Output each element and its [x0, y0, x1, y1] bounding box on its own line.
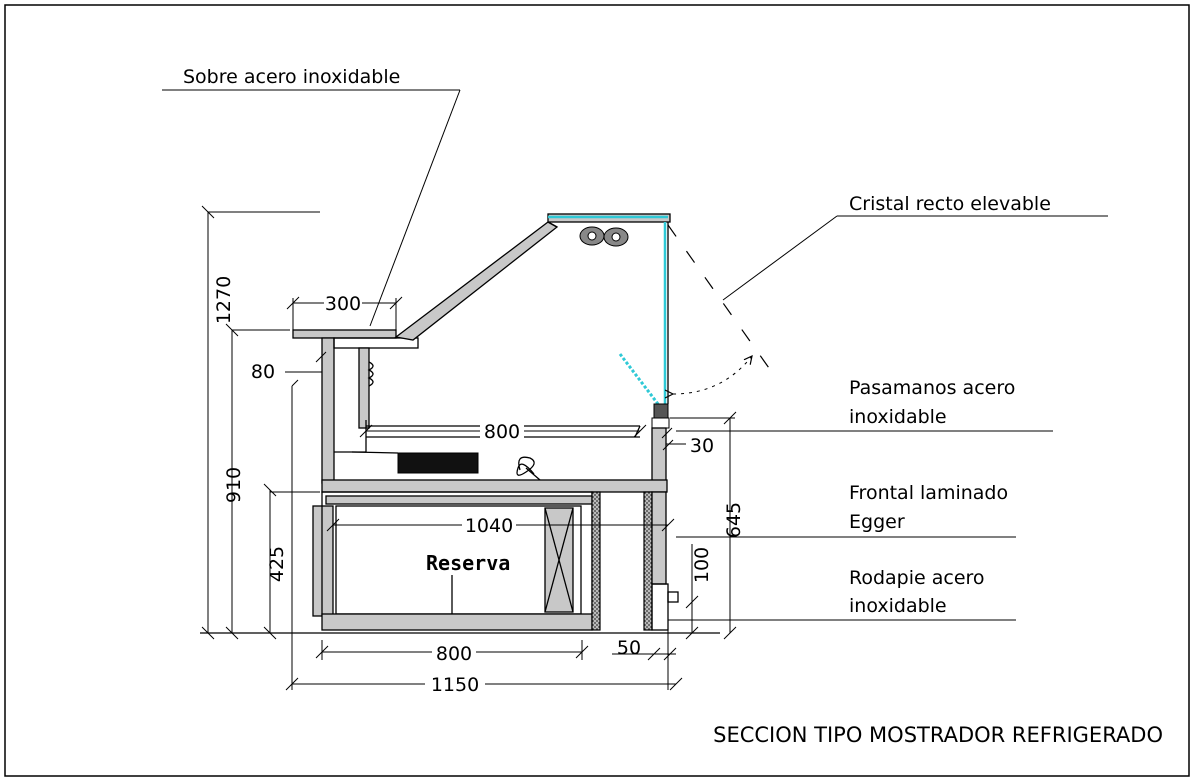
dim-30: 30 [661, 427, 714, 457]
dim-800-top-text: 800 [484, 421, 520, 443]
light-fixture-icon [579, 226, 629, 247]
cristal-label: Cristal recto elevable [849, 193, 1051, 215]
rodapie-label-2: inoxidable [849, 595, 947, 617]
dim-50: 50 [612, 602, 677, 690]
dim-300-text: 300 [325, 293, 361, 315]
dim-425-text: 425 [266, 546, 288, 582]
label-cristal: Cristal recto elevable [722, 193, 1108, 301]
label-frontal: Frontal laminado Egger [676, 482, 1016, 538]
dim-300: 300 [286, 292, 403, 330]
dim-50-text: 50 [617, 637, 641, 659]
dim-800-bottom-text: 800 [436, 643, 472, 665]
dim-80-text: 80 [251, 361, 275, 383]
frontal-label-1: Frontal laminado [849, 482, 1008, 504]
counter-section [200, 213, 777, 634]
pasamanos-label-1: Pasamanos acero [849, 377, 1015, 399]
dim-1270-text: 1270 [213, 276, 235, 324]
dim-800-bottom: 800 [315, 640, 589, 665]
dim-1150: 1150 [285, 673, 683, 696]
dim-645: 645 [670, 411, 745, 640]
frontal-label-2: Egger [849, 511, 905, 533]
label-rodapie: Rodapie acero inoxidable [668, 567, 1016, 621]
pasamanos-label-2: inoxidable [849, 406, 947, 428]
sobre-label: Sobre acero inoxidable [183, 66, 400, 88]
reserva-label: Reserva [426, 551, 510, 575]
dim-100-text: 100 [691, 547, 713, 583]
dim-1150-text: 1150 [431, 674, 479, 696]
dim-1040-text: 1040 [465, 515, 513, 537]
drawing-title: SECCION TIPO MOSTRADOR REFRIGERADO [713, 723, 1163, 747]
dim-1270: 1270 [201, 205, 320, 640]
sheet-border [4, 4, 1190, 777]
dim-910: 910 [223, 323, 290, 640]
fan-icon [516, 456, 541, 481]
dim-100: 100 [685, 544, 713, 640]
dim-800-top: 800 [359, 421, 647, 443]
dim-425: 425 [263, 483, 320, 640]
label-pasamanos: Pasamanos acero inoxidable [676, 377, 1053, 432]
dim-910-text: 910 [223, 467, 245, 503]
label-sobre: Sobre acero inoxidable [162, 66, 461, 327]
rodapie-label-1: Rodapie acero [849, 567, 985, 589]
dim-1040: 1040 [326, 515, 675, 537]
dim-80: 80 [251, 351, 327, 690]
dim-30-text: 30 [690, 435, 714, 457]
dim-645-text: 645 [723, 502, 745, 538]
